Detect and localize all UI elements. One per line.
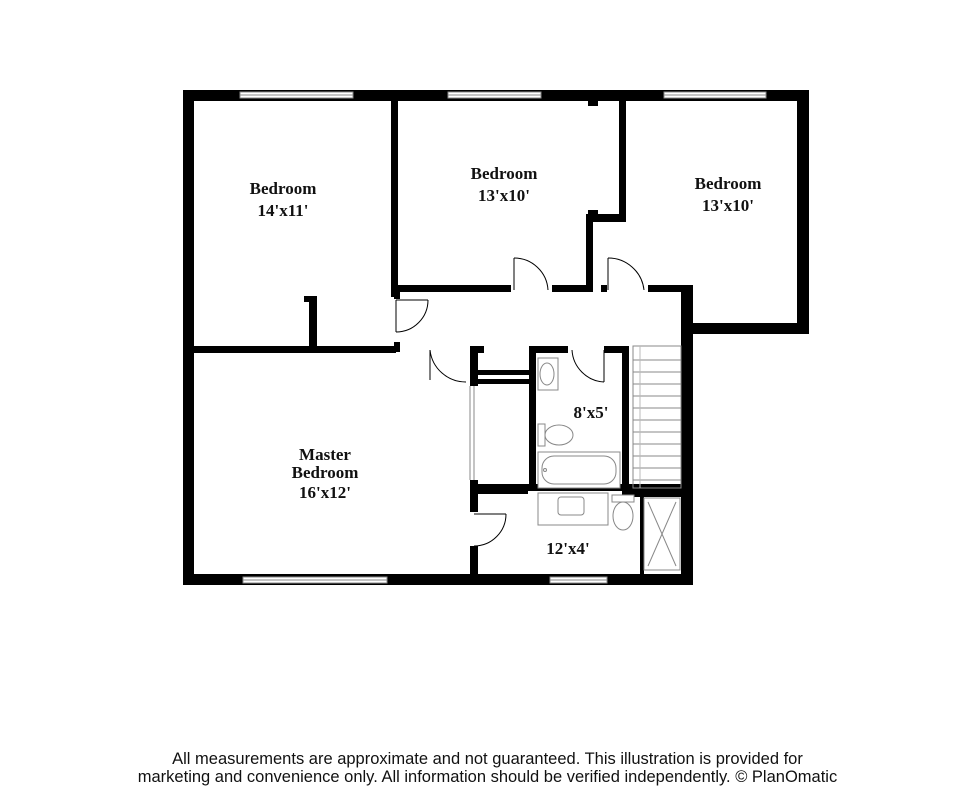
room-labels: Bedroom 14'x11' Bedroom 13'x10' Bedroom … <box>250 164 762 558</box>
bedroom-2-size: 13'x10' <box>478 186 530 205</box>
disclaimer-line-2: marketing and convenience only. All info… <box>137 768 838 786</box>
bedroom-1-name: Bedroom <box>250 179 317 198</box>
toilet-icon <box>537 423 546 447</box>
bedroom-1-size: 14'x11' <box>257 201 308 220</box>
master-bedroom-name-line2: Bedroom <box>292 463 359 482</box>
doors <box>395 257 645 547</box>
fixtures <box>537 357 681 571</box>
master-bath-size: 12'x4' <box>546 539 589 558</box>
bedroom-3-name: Bedroom <box>695 174 762 193</box>
master-bedroom-size: 16'x12' <box>299 483 351 502</box>
bedroom-2-name: Bedroom <box>471 164 538 183</box>
master-toilet-icon <box>611 494 635 503</box>
disclaimer-line-1: All measurements are approximate and not… <box>172 750 803 768</box>
hall-bath-size: 8'x5' <box>574 403 609 422</box>
bedroom-3-size: 13'x10' <box>702 196 754 215</box>
stairs <box>632 345 682 489</box>
master-bedroom-name-line1: Master <box>299 445 351 464</box>
